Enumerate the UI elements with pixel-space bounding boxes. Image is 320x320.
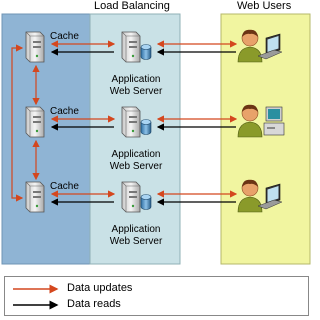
user-desktop-icon	[237, 104, 285, 138]
app-server-label-line1: Application	[111, 74, 161, 85]
app-server-label-line2: Web Server	[109, 161, 163, 172]
app-server-label: Application Web Server	[100, 74, 172, 98]
diagram-canvas	[1, 13, 311, 265]
cache-server-icon	[25, 181, 45, 213]
app-server-label: Application Web Server	[100, 149, 172, 173]
app-server-icon	[121, 31, 141, 63]
database-icon	[140, 44, 152, 60]
app-server-label: Application Web Server	[100, 224, 172, 248]
cache-label: Cache	[50, 181, 79, 192]
app-server-label-line1: Application	[111, 149, 161, 160]
user-laptop-icon	[237, 29, 283, 63]
database-icon	[140, 194, 152, 210]
app-server-icon	[121, 181, 141, 213]
cache-server-icon	[25, 106, 45, 138]
legend-red-arrow	[13, 284, 59, 294]
architecture-diagram: Load Balancing Web Users Cache Cache Cac…	[1, 0, 311, 316]
legend-updates-label: Data updates	[67, 282, 133, 294]
load-balancing-header: Load Balancing	[94, 0, 170, 12]
legend: Data updates Data reads	[4, 276, 309, 316]
database-icon	[140, 119, 152, 135]
cache-server-icon	[25, 31, 45, 63]
app-server-label-line1: Application	[111, 224, 161, 235]
replication-arrow	[11, 44, 24, 202]
web-users-header: Web Users	[237, 0, 292, 12]
app-server-label-line2: Web Server	[109, 236, 163, 247]
cache-label: Cache	[50, 31, 79, 42]
legend-reads-label: Data reads	[67, 298, 121, 310]
app-server-label-line2: Web Server	[109, 86, 163, 97]
app-server-icon	[121, 106, 141, 138]
cache-label: Cache	[50, 106, 79, 117]
user-laptop-icon	[237, 179, 283, 213]
legend-black-arrow	[13, 300, 59, 310]
